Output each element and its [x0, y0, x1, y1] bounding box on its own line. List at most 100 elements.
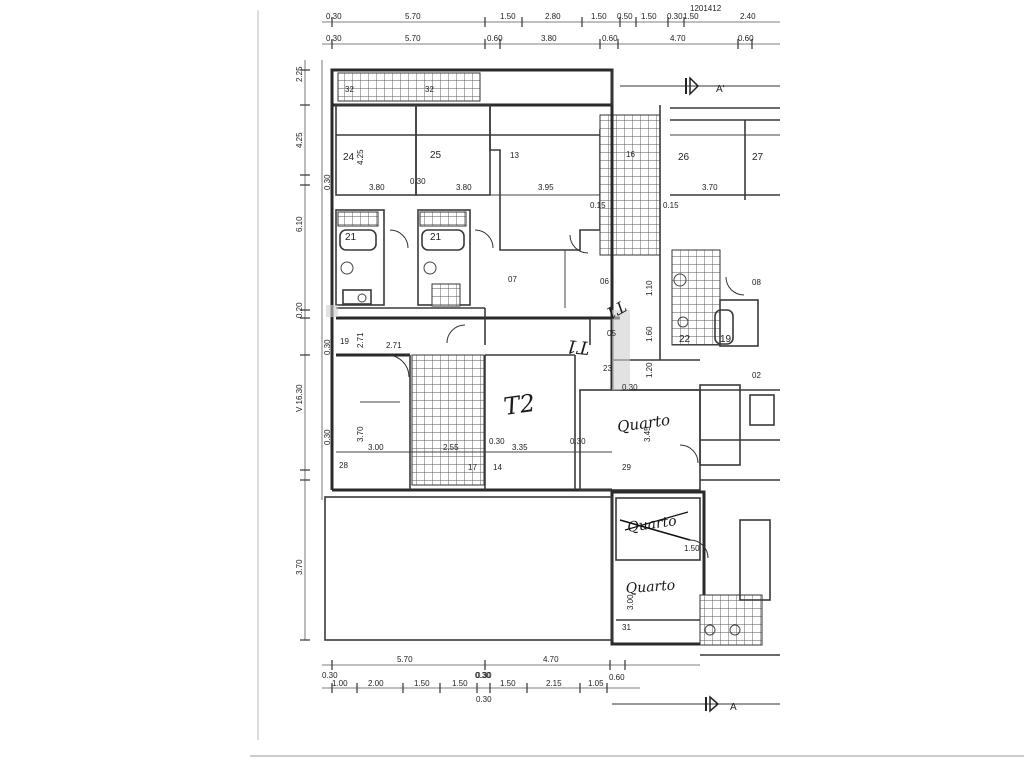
handwritten-quarto-3: Quarto	[625, 578, 676, 597]
room-label: 21	[345, 232, 357, 243]
room-label: 19	[720, 334, 732, 345]
top-dim-1-6: 1.50	[641, 12, 657, 21]
bottom-dim-2-9: 0.60	[609, 673, 625, 682]
terrace-32-tiles	[337, 72, 481, 102]
room-label: 23	[603, 364, 612, 373]
room-label: 13	[510, 151, 519, 160]
left-dim-9: 0.30	[323, 429, 332, 445]
bath-16-tiles	[599, 114, 661, 256]
room-dim: 0.15	[663, 201, 679, 210]
bottom-dimensions: 5.70 4.70 0.30 0.30 1.00 2.00 1.50 1.50 …	[322, 655, 700, 704]
bottom-dim-1-0: 5.70	[397, 655, 413, 664]
top-dim-1-0: 0.30	[326, 12, 342, 21]
section-marker-top: A'	[620, 76, 780, 96]
top-dim-2-1: 5.70	[405, 34, 421, 43]
left-dim-5: 2.71	[356, 332, 365, 348]
room-label: 25	[430, 150, 442, 161]
left-dim-7: 3.70	[356, 426, 365, 442]
building-walls	[324, 68, 780, 656]
room-label: 06	[600, 277, 609, 286]
left-dim-4: 0.30	[323, 339, 332, 355]
room-label: 19	[340, 337, 349, 346]
handwritten-t1-b: T1	[565, 335, 590, 358]
handwritten-annotations: T1 T1 T2 Quarto Quarto Quarto	[502, 297, 691, 597]
top-dim-1-4: 1.50	[591, 12, 607, 21]
room-label: 02	[752, 371, 761, 380]
left-dim-3: 6.10	[295, 216, 304, 232]
left-dim-0: 2.25	[295, 66, 304, 82]
top-dim-1-7: 0.30	[667, 12, 683, 21]
left-total-dim: V 16.30	[295, 384, 304, 412]
bottom-dim-2-6: 1.50	[500, 679, 516, 688]
top-dim-2-6: 0.60	[738, 34, 754, 43]
left-dim-6: 0.20	[295, 302, 304, 318]
bottom-dim-1-2: 0.30	[475, 671, 491, 680]
left-dim-8: 3.70	[295, 559, 304, 575]
section-marker-bottom: A	[612, 695, 780, 713]
room-dim: 1.10	[645, 280, 654, 296]
room-label: 17	[468, 463, 477, 472]
top-dim-1-3: 2.80	[545, 12, 561, 21]
left-dimensions: 2.25 4.25 0.30 6.10 0.30 2.71 0.20 3.70 …	[295, 60, 365, 641]
room-label: 05	[607, 329, 616, 338]
room-label: 07	[508, 275, 517, 284]
room-label: 14	[493, 463, 502, 472]
room-dim: 0.30	[410, 177, 426, 186]
room-dim: 0.30	[570, 437, 586, 446]
room-dim: 0.15	[590, 201, 606, 210]
room-label: 08	[752, 278, 761, 287]
room-dim: 0.30	[489, 437, 505, 446]
bottom-dim-2-8: 1.05	[588, 679, 604, 688]
top-dim-1-2: 1.50	[500, 12, 516, 21]
room-dim: 1.60	[645, 326, 654, 342]
top-dimensions: 0.30 5.70 1.50 2.80 1.50 0.50 1.50 0.30 …	[322, 12, 780, 49]
bottom-total-dim: 0.30	[476, 695, 492, 704]
section-label-top: A'	[716, 84, 725, 95]
room-label: 28	[339, 461, 348, 470]
room-label: 32	[345, 85, 354, 94]
room-label: 31	[622, 623, 631, 632]
bottom-dim-2-2: 2.00	[368, 679, 384, 688]
room-dim: 1.20	[645, 362, 654, 378]
bath-17-tiles	[411, 354, 485, 486]
room-dim: 3.00	[626, 594, 635, 610]
room-dim: 2.55	[443, 443, 459, 452]
top-dim-2-2: 0.60	[487, 34, 503, 43]
room-label: 27	[752, 152, 764, 163]
bottom-dim-2-7: 2.15	[546, 679, 562, 688]
room-label: 29	[622, 463, 631, 472]
bottom-dim-2-4: 1.50	[452, 679, 468, 688]
room-dim: 3.80	[456, 183, 472, 192]
room-dim: 3.00	[368, 443, 384, 452]
room-dim: 1.50	[684, 544, 700, 553]
top-dim-2-3: 3.80	[541, 34, 557, 43]
room-numbers: 32 32 24 25 13 16 26 27 21 21 07 06 08 2…	[339, 85, 764, 632]
top-dim-2-5: 4.70	[670, 34, 686, 43]
handwritten-t2: T2	[502, 389, 537, 421]
room-dim: 0.30	[622, 383, 638, 392]
room-label: 21	[430, 232, 442, 243]
top-dim-2-0: 0.30	[326, 34, 342, 43]
room-label: 22	[679, 334, 691, 345]
room-dim: 3.80	[369, 183, 385, 192]
left-dim-2: 0.30	[323, 174, 332, 190]
bottom-dim-2-5: 0.30	[476, 671, 492, 680]
top-dim-2-4: 0.60	[602, 34, 618, 43]
room-dim: 4.25	[356, 149, 365, 165]
room-dim: 3.70	[702, 183, 718, 192]
bottom-dim-2-1: 1.00	[332, 679, 348, 688]
room-label: 32	[425, 85, 434, 94]
bottom-dim-2-3: 1.50	[414, 679, 430, 688]
section-label-bottom: A	[730, 702, 737, 713]
top-dim-1-9: 2.40	[740, 12, 756, 21]
room-dim: 3.95	[538, 183, 554, 192]
room-label: 16	[626, 150, 635, 159]
room-dim: 3.45	[643, 426, 652, 442]
room-label: 26	[678, 152, 690, 163]
top-dim-1-1: 5.70	[405, 12, 421, 21]
bottom-dim-2-0: 0.30	[322, 671, 338, 680]
top-dim-1-8: 1.50	[683, 12, 699, 21]
room-label: 24	[343, 152, 355, 163]
